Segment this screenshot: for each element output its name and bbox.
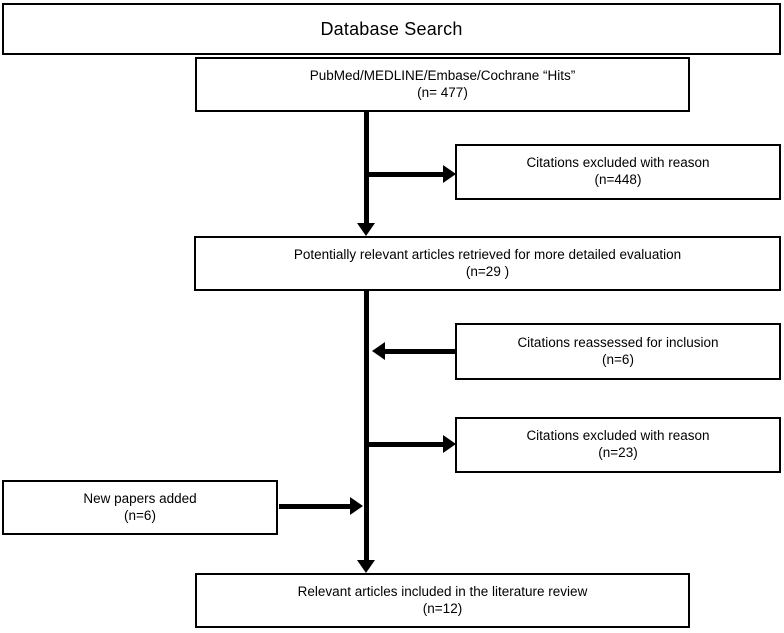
- connector-retrieved-to-included-arrowhead: [357, 560, 375, 573]
- node-potentially-relevant-articles-count: (n=29 ): [465, 263, 510, 279]
- node-citations-excluded-second: Citations excluded with reason (n=23): [455, 417, 781, 473]
- connector-reassessed-to-spine-arrowhead: [372, 342, 385, 360]
- node-relevant-articles-included-line1: Relevant articles included in the litera…: [297, 583, 588, 599]
- connector-to-excluded-first-arrowhead: [443, 165, 456, 183]
- connector-new-papers-to-spine-line: [279, 504, 351, 509]
- node-citations-reassessed-count: (n=6): [602, 351, 634, 367]
- node-citations-excluded-first: Citations excluded with reason (n=448): [455, 144, 781, 200]
- node-new-papers-added-count: (n=6): [124, 507, 156, 523]
- node-database-hits-count: (n= 477): [417, 84, 468, 100]
- node-database-search: Database Search: [2, 3, 781, 55]
- node-citations-excluded-first-count: (n=448): [594, 172, 642, 187]
- node-new-papers-added-line1: New papers added: [83, 490, 197, 506]
- node-citations-reassessed: Citations reassessed for inclusion (n=6): [455, 323, 781, 380]
- node-citations-reassessed-line1: Citations reassessed for inclusion: [517, 334, 719, 350]
- node-citations-excluded-second-count: (n=23): [598, 445, 638, 460]
- node-citations-excluded-second-line1: Citations excluded with reason: [526, 428, 710, 444]
- node-database-hits-line1: PubMed/MEDLINE/Embase/Cochrane “Hits”: [309, 67, 576, 83]
- connector-hits-to-retrieved-arrowhead: [357, 223, 375, 236]
- node-potentially-relevant-articles: Potentially relevant articles retrieved …: [194, 236, 781, 291]
- connector-new-papers-to-spine-arrowhead: [350, 497, 363, 515]
- connector-hits-to-retrieved-line: [364, 112, 369, 224]
- node-potentially-relevant-articles-line1: Potentially relevant articles retrieved …: [293, 246, 682, 262]
- node-new-papers-added: New papers added (n=6): [2, 480, 278, 535]
- connector-retrieved-to-included-line: [364, 291, 369, 562]
- connector-to-excluded-second-arrowhead: [443, 435, 456, 453]
- connector-reassessed-to-spine-line: [385, 349, 457, 354]
- connector-to-excluded-second-line: [366, 442, 444, 447]
- node-citations-excluded-first-line1: Citations excluded with reason: [526, 155, 710, 171]
- node-database-search-label: Database Search: [320, 18, 463, 39]
- node-database-hits: PubMed/MEDLINE/Embase/Cochrane “Hits” (n…: [195, 57, 690, 112]
- node-relevant-articles-included: Relevant articles included in the litera…: [195, 573, 690, 628]
- connector-to-excluded-first-line: [366, 172, 444, 177]
- node-relevant-articles-included-count: (n=12): [422, 600, 463, 616]
